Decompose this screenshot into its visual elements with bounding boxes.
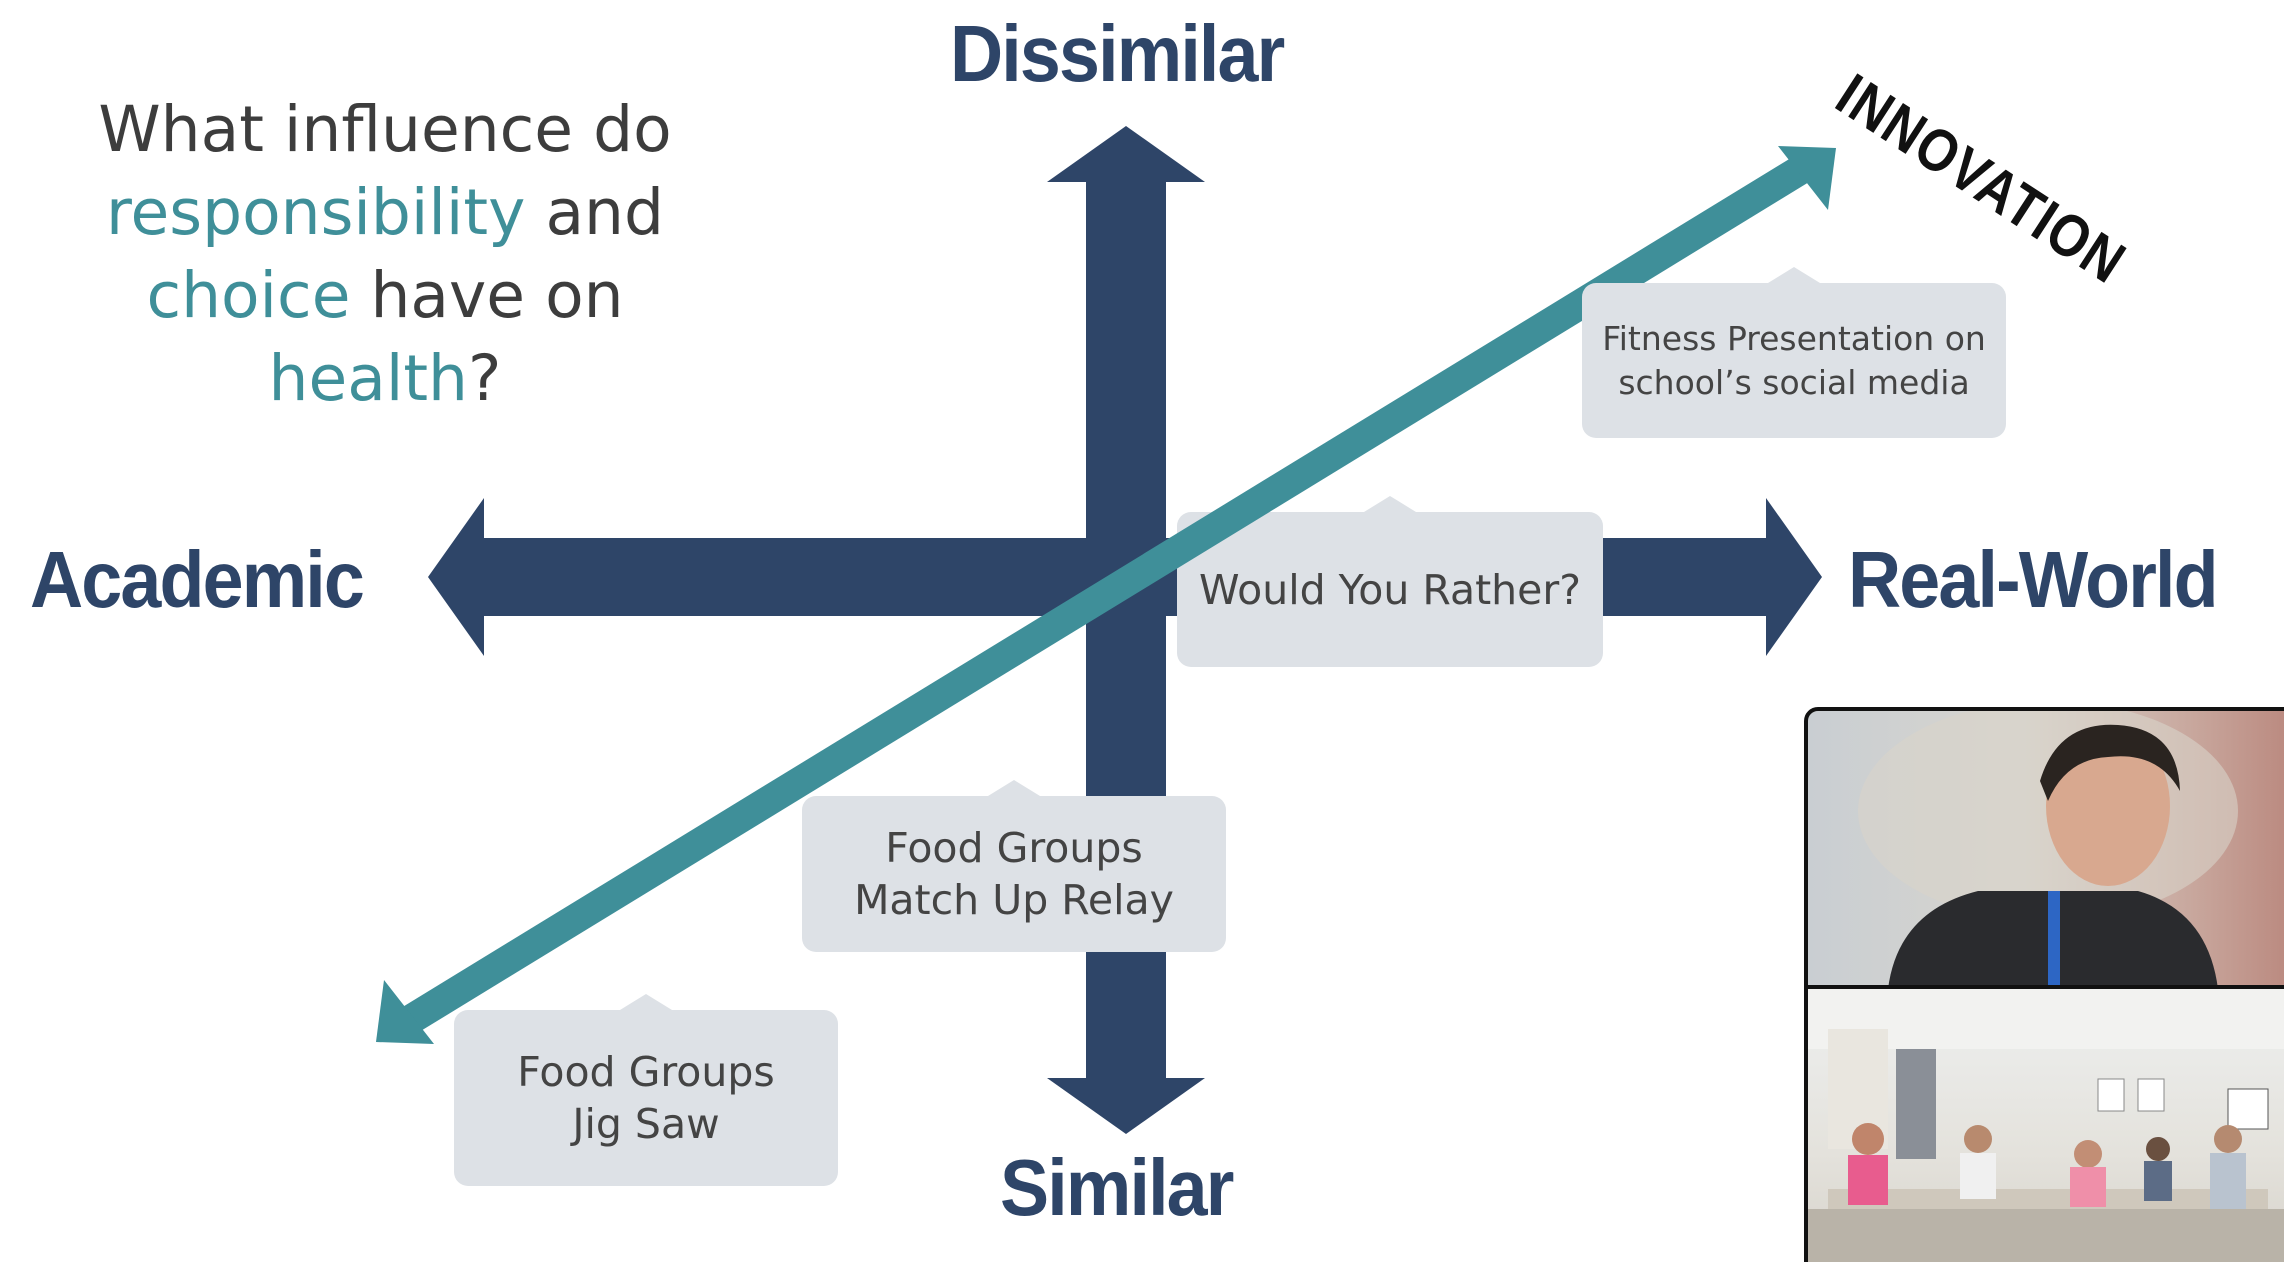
- axis-label-real-world: Real-World: [1848, 535, 2219, 624]
- callout-text: Would You Rather?: [1199, 565, 1581, 614]
- question-mark: ?: [467, 342, 502, 415]
- axis-label-similar: Similar: [1000, 1143, 1234, 1232]
- callout-fitness-presentation: Fitness Presentation on school’s social …: [1582, 267, 2006, 438]
- slide-question: What influence do responsibility and cho…: [20, 88, 750, 420]
- question-text: have on: [370, 259, 624, 332]
- axis-label-dissimilar: Dissimilar: [950, 9, 1285, 98]
- callout-match-up-relay: Food Groups Match Up Relay: [802, 780, 1226, 952]
- classroom-video-tile[interactable]: [1804, 985, 2284, 1262]
- question-text: What influence do: [98, 93, 672, 166]
- callout-text: Fitness Presentation on school’s social …: [1602, 318, 1986, 402]
- innovation-arrow: [376, 146, 1836, 1044]
- keyword-choice: choice: [146, 259, 351, 332]
- callout-text: Food Groups Jig Saw: [517, 1048, 775, 1148]
- question-text: and: [545, 176, 664, 249]
- keyword-health: health: [268, 342, 468, 415]
- classroom-scene: [1808, 989, 2284, 1262]
- presenter-video-tile[interactable]: [1804, 707, 2284, 993]
- keyword-responsibility: responsibility: [106, 176, 526, 249]
- callout-would-you-rather: Would You Rather?: [1177, 496, 1603, 667]
- callout-text: Food Groups Match Up Relay: [854, 824, 1174, 924]
- axis-label-academic: Academic: [30, 535, 365, 624]
- callout-jig-saw: Food Groups Jig Saw: [454, 994, 838, 1186]
- presenter-figure: [1858, 711, 2238, 989]
